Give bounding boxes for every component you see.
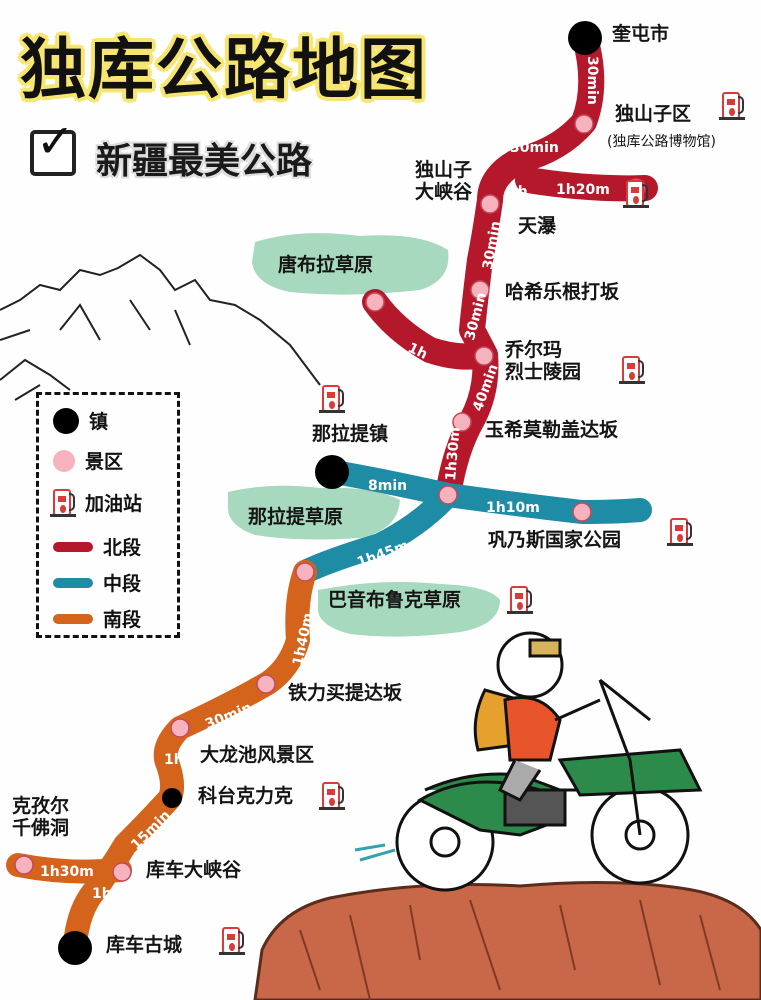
dot-tangbula [365, 292, 385, 312]
dot-kuche-canyon [112, 862, 132, 882]
dot-haxile [470, 280, 490, 300]
gas-pump-icon [619, 354, 645, 384]
label-dushanzi-canyon: 独山子 大峡谷 [415, 159, 473, 203]
north-line-swatch [53, 541, 93, 552]
meadow-bayinbuluke [317, 582, 500, 637]
meadow-tangbula [252, 233, 449, 295]
label-kezier: 克孜尔 千佛洞 [12, 795, 70, 839]
middle-route [293, 460, 652, 584]
time-kuitun-dushanzi: 30min [584, 56, 600, 105]
label-dushanzi-district: 独山子区 [615, 103, 692, 125]
middle-line-swatch [53, 577, 93, 588]
town-dots [58, 21, 602, 965]
title-part2: 公路 [156, 31, 292, 108]
legend-scenic-label: 景区 [85, 451, 124, 473]
gas-pump-icon [507, 584, 533, 614]
motorbike-rider-illustration [354, 631, 703, 892]
label-tangbula: 唐布拉草原 [278, 254, 374, 276]
gas-pump-icon [667, 516, 693, 546]
time-tianpu-branch: 1h20m [556, 182, 610, 198]
legend-scenic: 景区 [53, 447, 123, 474]
dot-kezier [14, 855, 34, 875]
dot-center-junction [438, 485, 458, 505]
label-ketaikelike: 科台克力克 [198, 785, 294, 807]
gas-pump-icon [319, 780, 345, 810]
label-tianpu: 天瀑 [518, 215, 557, 237]
map-subtitle: 新疆最美公路 [96, 141, 313, 182]
legend-town-label: 镇 [89, 411, 109, 433]
dot-yuxi [452, 412, 472, 432]
label-museum: (独库公路博物馆) [607, 134, 716, 150]
south-line-swatch [53, 613, 93, 624]
time-gongnaisi: 1h10m [486, 500, 540, 516]
legend-gas-label: 加油站 [85, 492, 143, 515]
dot-qiaoerma [474, 346, 494, 366]
dot-tieli [256, 674, 276, 694]
north-route [362, 25, 658, 508]
title-part3: 地图 [292, 31, 428, 108]
scenic-dot-icon [53, 449, 75, 472]
legend-north-label: 北段 [103, 537, 142, 559]
time-nalati: 8min [368, 478, 408, 494]
label-nalati-grassland: 那拉提草原 [248, 506, 344, 528]
label-kuitun: 奎屯市 [612, 23, 670, 45]
map-legend: 镇 景区 加油站 北段 中段 南段 [36, 392, 180, 638]
time-kuche-old: 1h [92, 886, 112, 902]
meadow-nalati [227, 485, 400, 540]
label-gongnaisi: 巩乃斯国家公园 [488, 529, 622, 551]
time-canyon: 2h [508, 184, 528, 200]
label-qiaoerma: 乔尔玛 烈士陵园 [505, 339, 582, 383]
time-dushanzi-junction: 30min [510, 140, 559, 156]
dot-gongnaisi [572, 502, 592, 522]
legend-middle-label: 中段 [103, 573, 142, 595]
legend-middle: 中段 [53, 569, 141, 596]
gas-pump-icon [319, 383, 345, 413]
checkmark-icon: ✓ [36, 114, 75, 168]
legend-town: 镇 [53, 407, 108, 434]
label-haxile: 哈希乐根打坂 [505, 281, 620, 303]
dot-dalongchi [170, 718, 190, 738]
label-yuxi: 玉希莫勒盖达坂 [485, 419, 619, 441]
gas-pump-icon [623, 178, 649, 208]
dot-dushanzi-district [574, 114, 594, 134]
label-dalongchi: 大龙池风景区 [200, 744, 315, 766]
scenic-dots [14, 114, 646, 882]
legend-north: 北段 [53, 533, 141, 560]
legend-south-label: 南段 [103, 609, 142, 631]
gas-pump-icon [719, 90, 745, 120]
town-dot-icon [53, 407, 79, 434]
label-nalati-town: 那拉提镇 [312, 423, 389, 445]
legend-south: 南段 [53, 605, 141, 632]
dot-bayinbuluke [295, 562, 315, 582]
dot-kuitun [568, 21, 602, 55]
legend-gas: 加油站 [50, 487, 143, 517]
checkbox-icon: ✓ [30, 118, 76, 176]
map-title: 独库公路地图 [20, 16, 428, 112]
cliff-illustration [253, 880, 761, 1000]
time-kezier: 1h30m [40, 864, 94, 880]
label-kuche-old: 库车古城 [106, 934, 183, 956]
title-part1: 独库 [20, 31, 156, 108]
label-bayinbuluke: 巴音布鲁克草原 [328, 589, 462, 611]
dot-ketaikelike [162, 788, 182, 808]
label-kuche-canyon: 库车大峡谷 [146, 859, 242, 881]
dot-kuche-old [58, 931, 92, 965]
cliff-texture [299, 899, 721, 1000]
mountain-sketch [0, 253, 321, 401]
dot-nalati-town [315, 455, 349, 489]
gas-pump-icon [219, 925, 245, 955]
label-tieli: 铁力买提达坂 [288, 682, 403, 704]
gas-pump-icon [50, 487, 76, 517]
dot-dushanzi-canyon [480, 194, 500, 214]
time-ketaike: 1h [164, 752, 184, 768]
